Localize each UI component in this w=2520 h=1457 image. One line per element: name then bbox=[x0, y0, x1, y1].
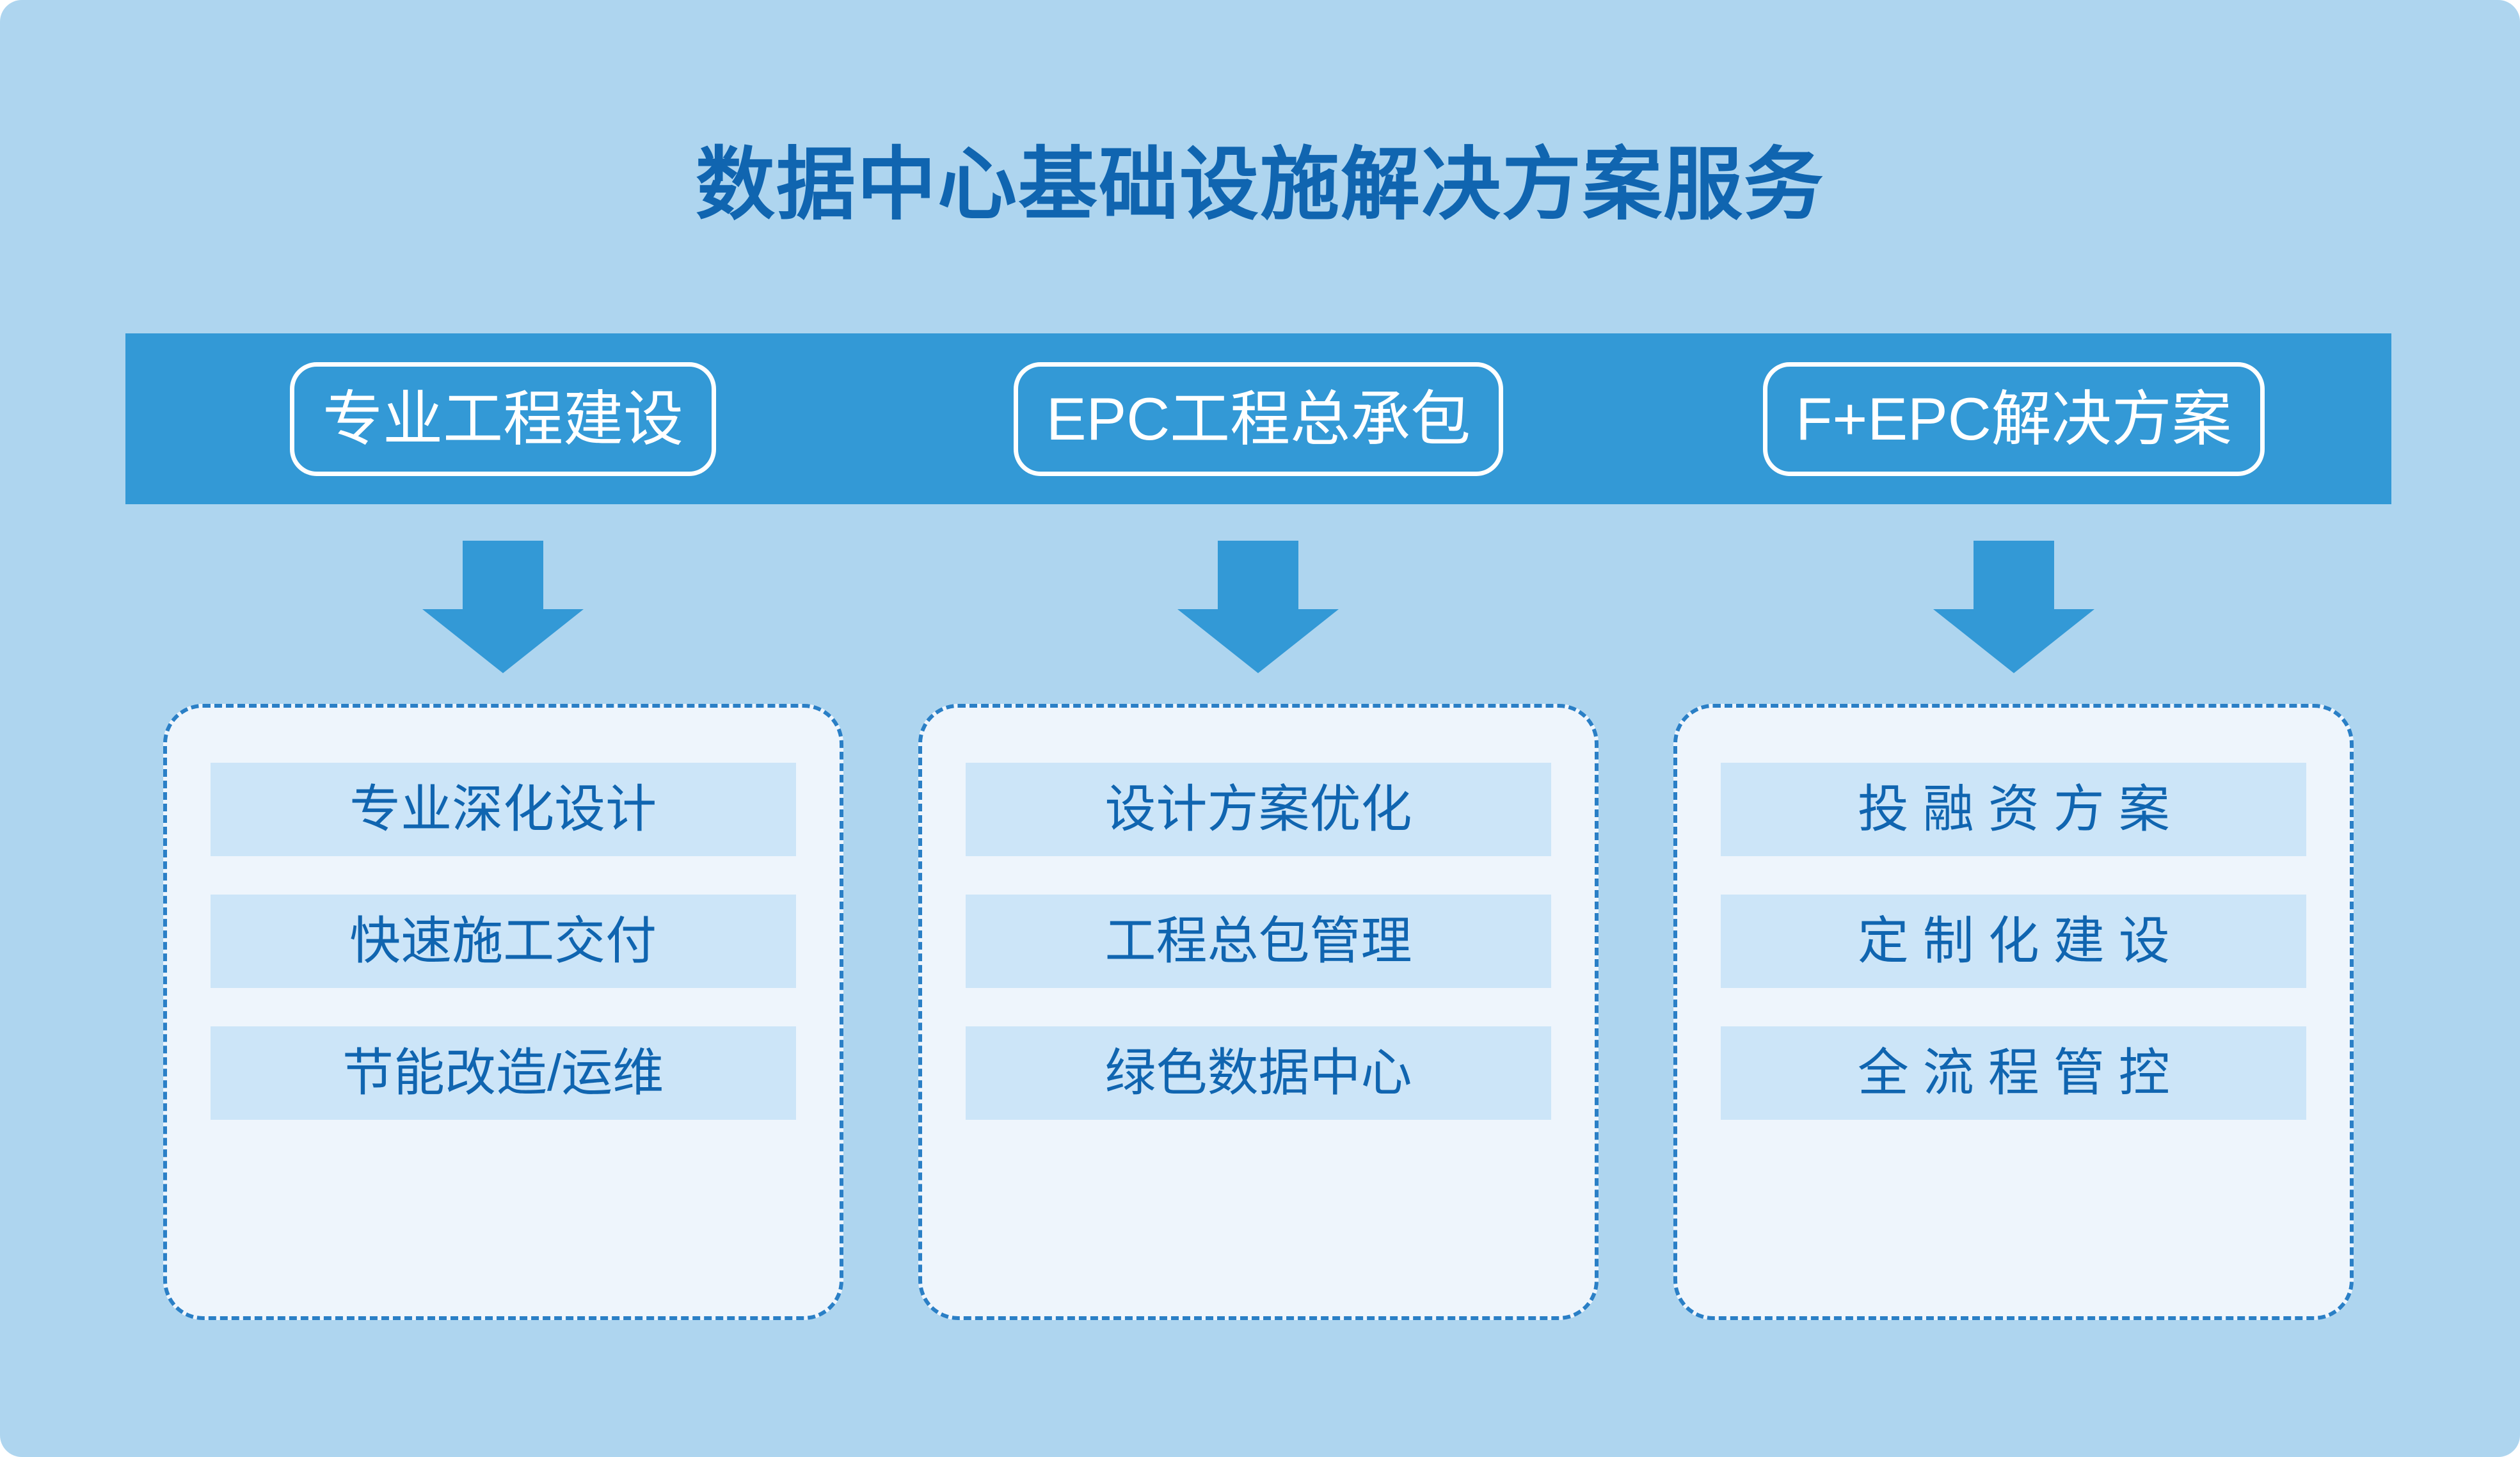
arrow-cell-3 bbox=[1636, 541, 2391, 691]
arrow-cell-2 bbox=[881, 541, 1636, 691]
detail-panel-professional-engineering: 专业深化设计 快速施工交付 节能改造/运维 bbox=[163, 704, 843, 1320]
arrow-head bbox=[1177, 609, 1339, 673]
panel-cell-3: 投融资方案 定制化建设 全流程管控 bbox=[1636, 704, 2391, 1320]
detail-item[interactable]: 投融资方案 bbox=[1721, 763, 2307, 856]
detail-panel-f-epc: 投融资方案 定制化建设 全流程管控 bbox=[1673, 704, 2354, 1320]
panel-cell-1: 专业深化设计 快速施工交付 节能改造/运维 bbox=[125, 704, 881, 1320]
arrow-head bbox=[1933, 609, 2094, 673]
detail-item[interactable]: 设计方案优化 bbox=[965, 763, 1551, 856]
detail-panels: 专业深化设计 快速施工交付 节能改造/运维 设计方案优化 工程总包管理 绿色数据… bbox=[125, 704, 2391, 1320]
arrow-down-icon bbox=[422, 541, 584, 673]
detail-item[interactable]: 快速施工交付 bbox=[210, 895, 796, 988]
panel-cell-2: 设计方案优化 工程总包管理 绿色数据中心 bbox=[881, 704, 1636, 1320]
detail-item[interactable]: 定制化建设 bbox=[1721, 895, 2307, 988]
category-pill-professional-engineering[interactable]: 专业工程建设 bbox=[290, 362, 717, 476]
arrow-shaft bbox=[463, 541, 544, 611]
page-title: 数据中心基础设施解决方案服务 bbox=[695, 141, 1824, 229]
arrow-shaft bbox=[1973, 541, 2054, 611]
category-pill-epc[interactable]: EPC工程总承包 bbox=[1013, 362, 1504, 476]
detail-item[interactable]: 工程总包管理 bbox=[965, 895, 1551, 988]
category-cell-2: EPC工程总承包 bbox=[881, 362, 1636, 476]
detail-item[interactable]: 绿色数据中心 bbox=[965, 1026, 1551, 1120]
arrow-down-icon bbox=[1177, 541, 1339, 673]
arrow-head bbox=[422, 609, 584, 673]
detail-item[interactable]: 专业深化设计 bbox=[210, 763, 796, 856]
arrow-shaft bbox=[1218, 541, 1299, 611]
category-cell-1: 专业工程建设 bbox=[125, 362, 881, 476]
category-pill-f-epc[interactable]: F+EPC解决方案 bbox=[1763, 362, 2265, 476]
category-band: 专业工程建设 EPC工程总承包 F+EPC解决方案 bbox=[125, 333, 2391, 504]
arrow-row bbox=[125, 541, 2391, 691]
detail-item[interactable]: 全流程管控 bbox=[1721, 1026, 2307, 1120]
category-cell-3: F+EPC解决方案 bbox=[1636, 362, 2391, 476]
arrow-down-icon bbox=[1933, 541, 2094, 673]
detail-panel-epc: 设计方案优化 工程总包管理 绿色数据中心 bbox=[918, 704, 1599, 1320]
detail-item[interactable]: 节能改造/运维 bbox=[210, 1026, 796, 1120]
arrow-cell-1 bbox=[125, 541, 881, 691]
